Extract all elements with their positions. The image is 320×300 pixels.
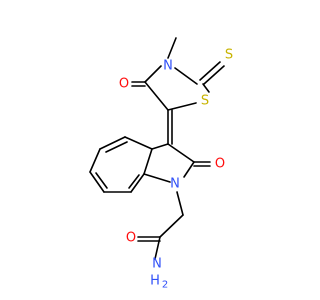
bond-c6-c7 [89, 171, 105, 193]
bond-arom-3 [128, 174, 140, 189]
bond-c5-c6 [89, 148, 101, 173]
bond-camide-n [154, 236, 161, 260]
bond-c2-n1 [183, 161, 195, 178]
bond-c2-s1 [202, 83, 210, 93]
bond-c3a-c3 [151, 143, 169, 150]
atom-n-amide: N [152, 257, 162, 272]
atom-o-amide: O [126, 231, 136, 246]
bond-arom-1 [105, 141, 128, 153]
atom-o-lactam: O [215, 157, 225, 172]
bond-c4-c5 [99, 136, 126, 150]
atom-labels: N S S O O N O N H 2 [119, 48, 233, 291]
bond-s1-c5 [167, 102, 197, 111]
atom-n-indole: N [170, 177, 180, 192]
atom-s-ring: S [201, 94, 209, 109]
bond-n-c2 [174, 67, 198, 85]
bond-n1-c7a [143, 173, 171, 183]
bond-c7a-link [130, 173, 145, 193]
atom-o-ketone: O [119, 77, 129, 92]
bond-c5-c4 [144, 81, 169, 111]
atom-s-thioxo: S [225, 48, 233, 63]
bond-c2-s-thioxo-a [203, 65, 225, 85]
bond-ch2-camide [159, 214, 184, 238]
bond-group [89, 37, 225, 260]
bond-c4-n3 [144, 65, 162, 83]
bond-n-methyl [167, 37, 177, 59]
bond-arom-2 [95, 172, 108, 189]
bond-c2-s-thioxo-b [199, 61, 221, 81]
atom-n-methyl: N [163, 59, 173, 74]
bond-c3-c2 [167, 143, 195, 163]
atom-h-amide: H [150, 274, 160, 289]
molecule-canvas: N S S O O N O N H 2 [89, 37, 233, 291]
bond-c3a-c4 [124, 136, 153, 150]
bond-c7a-c3a [143, 148, 153, 175]
bond-n1-ch2 [176, 191, 184, 216]
molecule-structure: N S S O O N O N H 2 [89, 37, 233, 291]
atom-h-subscript: 2 [162, 280, 168, 291]
